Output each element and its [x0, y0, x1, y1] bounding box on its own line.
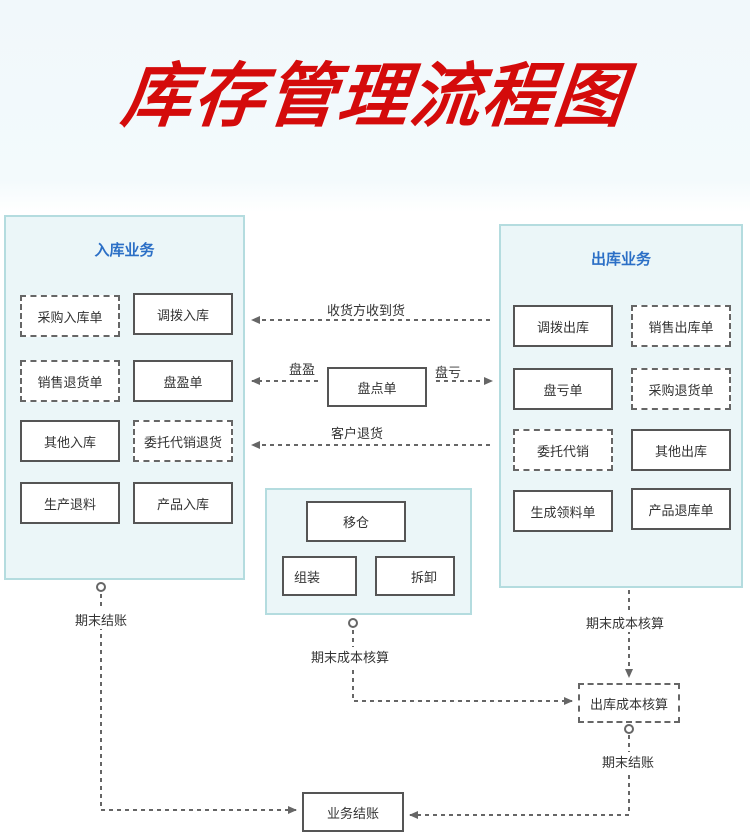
outbound-item[interactable]: 采购退货单 — [631, 368, 731, 410]
node-label: 委托代销 — [536, 444, 589, 460]
business-close-node[interactable]: 业务结账 — [302, 792, 404, 832]
connector-dot — [96, 582, 106, 592]
inbound-item[interactable]: 采购入库单 — [20, 295, 120, 337]
node-label: 生产退料 — [43, 497, 96, 513]
node-label: 销售退货单 — [37, 375, 103, 391]
node-label: 生成领料单 — [530, 505, 596, 521]
period-cost-right-label: 期末成本核算 — [586, 613, 665, 632]
period-close-left-label: 期末结账 — [75, 610, 128, 629]
outbound-item[interactable]: 盘亏单 — [513, 368, 613, 410]
surplus-label: 盘盈 — [289, 363, 316, 378]
node-label: 产品退库单 — [648, 503, 714, 519]
node-label: 拆卸 — [410, 570, 437, 586]
outbound-cost-node[interactable]: 出库成本核算 — [578, 683, 680, 723]
inbound-item[interactable]: 其他入库 — [20, 420, 120, 462]
disassembly-node[interactable]: 拆卸 — [375, 556, 455, 596]
node-label: 组装 — [294, 570, 321, 586]
outbound-panel-title: 出库业务 — [590, 250, 651, 268]
node-label: 盘亏单 — [543, 383, 583, 399]
outbound-item[interactable]: 生成领料单 — [513, 490, 613, 532]
inbound-item[interactable]: 产品入库 — [133, 482, 233, 524]
inbound-panel-title: 入库业务 — [94, 241, 155, 259]
transfer-warehouse-node[interactable]: 移仓 — [306, 501, 406, 542]
inbound-item[interactable]: 委托代销退货 — [133, 420, 233, 462]
node-label: 产品入库 — [156, 497, 209, 513]
node-label: 调拨出库 — [536, 320, 589, 336]
node-label: 销售出库单 — [648, 320, 714, 336]
header-band — [0, 0, 750, 212]
loss-label: 盘亏 — [435, 366, 462, 381]
page-title: 库存管理流程图 — [118, 55, 631, 137]
node-label: 其他出库 — [654, 444, 707, 460]
node-label: 业务结账 — [326, 806, 379, 822]
node-label: 调拨入库 — [156, 308, 209, 324]
node-label: 出库成本核算 — [589, 697, 668, 713]
outbound-item[interactable]: 销售出库单 — [631, 305, 731, 347]
node-label: 移仓 — [342, 516, 369, 531]
inbound-item[interactable]: 调拨入库 — [133, 293, 233, 335]
node-label: 采购入库单 — [37, 310, 103, 326]
outbound-item[interactable]: 调拨出库 — [513, 305, 613, 347]
outbound-item[interactable]: 产品退库单 — [631, 488, 731, 530]
period-close-left-line — [100, 594, 297, 814]
inbound-item[interactable]: 生产退料 — [20, 482, 120, 524]
connector-dot — [348, 618, 358, 628]
inbound-item[interactable]: 盘盈单 — [133, 360, 233, 402]
customer-return-label: 客户退货 — [331, 427, 384, 442]
period-close-right-line — [409, 735, 630, 819]
node-label: 盘盈单 — [163, 375, 203, 391]
inbound-item[interactable]: 销售退货单 — [20, 360, 120, 402]
period-cost-center-label: 期末成本核算 — [311, 647, 390, 666]
receive-goods-label: 收货方收到货 — [327, 304, 406, 319]
period-close-right-label: 期末结账 — [602, 752, 655, 771]
node-label: 其他入库 — [43, 435, 96, 451]
inventory-count-node[interactable]: 盘点单 — [327, 367, 427, 407]
outbound-item[interactable]: 委托代销 — [513, 429, 613, 471]
outbound-item[interactable]: 其他出库 — [631, 429, 731, 471]
node-label: 盘点单 — [357, 381, 397, 397]
node-label: 采购退货单 — [648, 383, 714, 399]
node-label: 委托代销退货 — [143, 435, 222, 451]
connector-dot — [624, 724, 634, 734]
assembly-node[interactable]: 组装 — [282, 556, 357, 596]
